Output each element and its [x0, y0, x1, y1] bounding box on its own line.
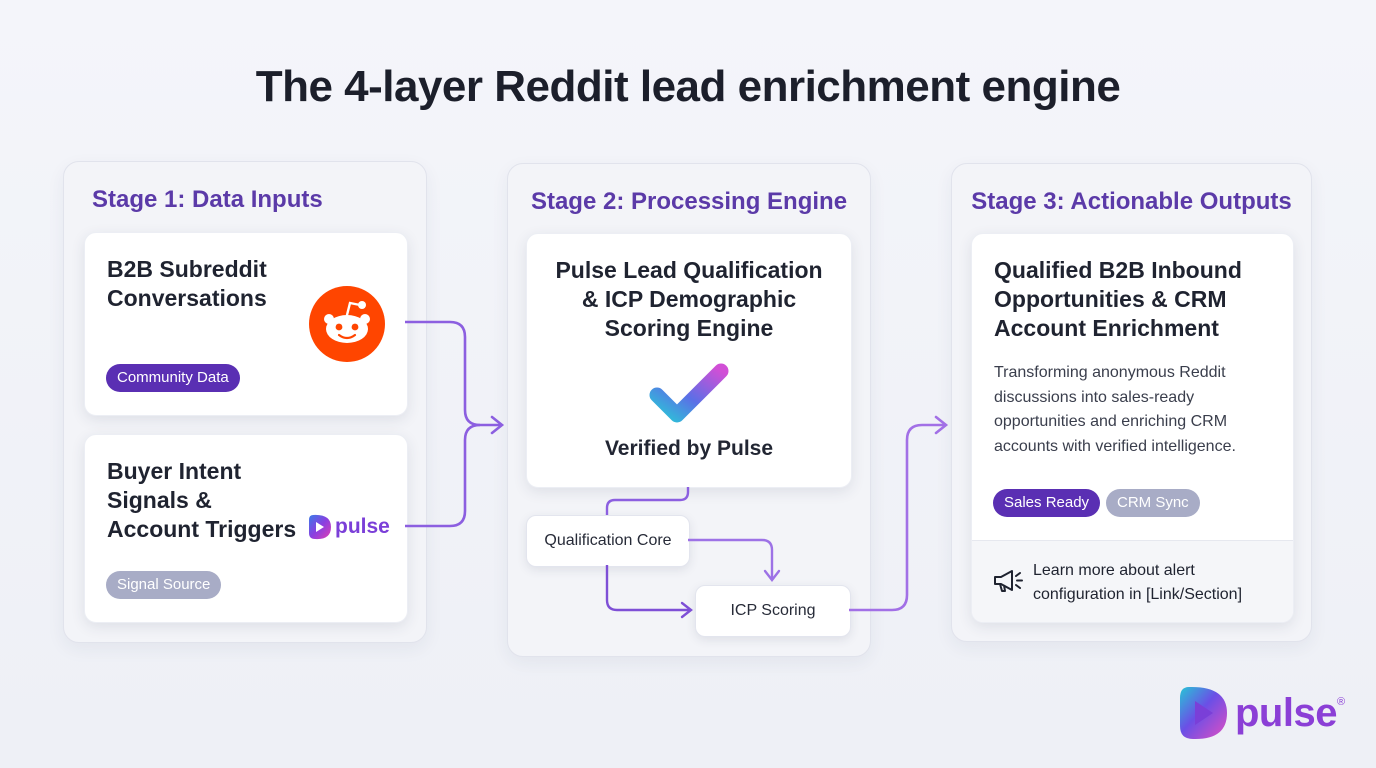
community-data-tag: Community Data	[106, 364, 240, 392]
connector-engine-to-core	[605, 487, 690, 515]
outputs-card-title: Qualified B2B Inbound Opportunities & CR…	[994, 257, 1242, 341]
signal-source-tag: Signal Source	[106, 571, 222, 599]
arrowhead-into-engine	[490, 415, 505, 435]
outputs-card: Qualified B2B Inbound Opportunities & CR…	[971, 233, 1294, 623]
processing-engine-card: Pulse Lead Qualification & ICP Demograph…	[526, 233, 852, 488]
arrowhead-core-to-icp-left	[680, 601, 693, 619]
stage2-panel: Stage 2: Processing Engine Pulse Lead Qu…	[507, 163, 871, 657]
reddit-icon	[308, 285, 386, 363]
stage1-panel: Stage 1: Data Inputs B2B Subreddit Conve…	[63, 161, 427, 643]
subreddit-card-title: B2B Subreddit Conversations	[107, 256, 267, 311]
connector-core-to-icp-left	[605, 565, 690, 612]
arrowhead-core-to-icp	[763, 569, 781, 582]
megaphone-icon	[992, 567, 1024, 595]
stage1-title: Stage 1: Data Inputs	[92, 186, 323, 213]
buyer-intent-card-title: Buyer Intent Signals & Account Triggers	[107, 458, 297, 542]
pulse-mark-icon	[309, 514, 331, 540]
subreddit-card: B2B Subreddit Conversations Community Da…	[84, 232, 408, 416]
connector-subreddit-to-engine	[405, 320, 500, 427]
pulse-brand-logo: pulse ®	[1177, 682, 1345, 744]
crm-sync-tag: CRM Sync	[1106, 489, 1200, 517]
outputs-description: Transforming anonymous Reddit discussion…	[994, 364, 1236, 455]
connector-core-to-icp-right	[688, 538, 774, 578]
qualification-core-node: Qualification Core	[526, 515, 690, 567]
sales-ready-tag: Sales Ready	[993, 489, 1101, 517]
icp-scoring-node: ICP Scoring	[695, 585, 851, 637]
connector-intent-to-engine	[405, 423, 481, 528]
stage3-panel: Stage 3: Actionable Outputs Qualified B2…	[951, 163, 1312, 642]
pulse-logo-small: pulse	[307, 511, 390, 543]
stage3-title: Stage 3: Actionable Outputs	[971, 188, 1292, 215]
pulse-brand-mark-icon	[1180, 686, 1227, 740]
stage2-title: Stage 2: Processing Engine	[530, 188, 848, 215]
connector-icp-to-outputs	[849, 423, 944, 612]
processing-engine-title: Pulse Lead Qualification & ICP Demograph…	[555, 257, 823, 341]
checkmark-icon	[649, 361, 729, 427]
footer-link-text[interactable]: Learn more about alert configuration in …	[1033, 562, 1243, 603]
arrowhead-into-outputs	[934, 415, 949, 435]
buyer-intent-card: Buyer Intent Signals & Account Triggers …	[84, 434, 408, 623]
verified-label: Verified by Pulse	[604, 437, 774, 460]
page-title: The 4-layer Reddit lead enrichment engin…	[255, 62, 1121, 111]
outputs-footer[interactable]: Learn more about alert configuration in …	[972, 540, 1293, 622]
